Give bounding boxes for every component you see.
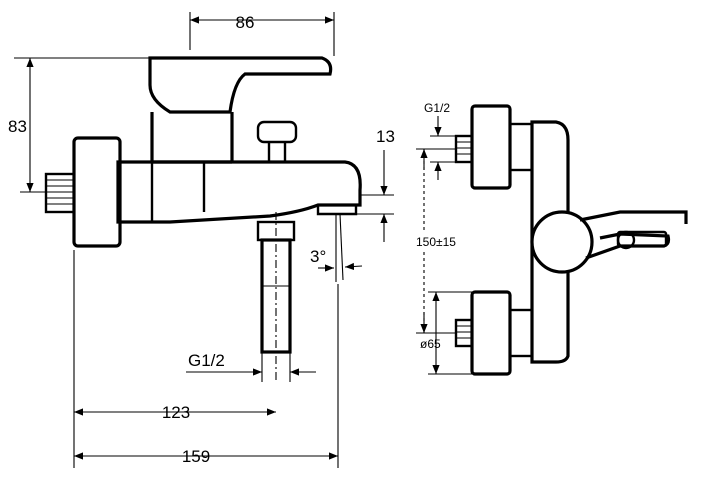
- wall-connector: [44, 172, 76, 214]
- dimension-123: 123: [73, 250, 276, 468]
- side-lever-hub: [530, 210, 594, 274]
- lower-inlet: [454, 318, 474, 348]
- front-view: [44, 56, 362, 380]
- aerator: [316, 205, 358, 216]
- wall-rosette: [72, 136, 122, 248]
- dim-label-123: 123: [162, 403, 190, 422]
- cartridge-column: [150, 112, 234, 164]
- dimension-83: 83: [8, 57, 150, 193]
- dimension-inlet-thread: G1/2: [424, 101, 460, 180]
- dimension-86: 86: [189, 12, 335, 56]
- dim-label-83: 83: [8, 117, 27, 136]
- side-body: [530, 120, 570, 364]
- upper-rosette: [470, 104, 512, 190]
- dim-label-angle: 3°: [310, 247, 326, 266]
- dim-label-13: 13: [376, 127, 395, 146]
- dim-label-outlet-thread: G1/2: [188, 351, 225, 370]
- dimension-rosette-diameter: ø65: [420, 291, 472, 375]
- dimension-outlet-thread: G1/2: [186, 351, 316, 382]
- upper-inlet: [454, 134, 474, 164]
- dim-label-86: 86: [236, 13, 255, 32]
- dimension-angle: 3°: [310, 213, 363, 282]
- side-view: [454, 104, 688, 376]
- dimension-13: 13: [356, 127, 395, 242]
- dimension-159: 159: [74, 284, 339, 468]
- lever-handle: [148, 56, 333, 114]
- diverter-knob: [256, 120, 298, 144]
- lower-rosette: [470, 290, 512, 376]
- diverter-stem: [267, 142, 287, 162]
- dim-label-inlet-thread: G1/2: [424, 101, 450, 115]
- dim-label-rosette-diameter: ø65: [420, 337, 441, 351]
- dim-label-159: 159: [182, 447, 210, 466]
- dim-label-inlet-spacing: 150±15: [416, 235, 456, 249]
